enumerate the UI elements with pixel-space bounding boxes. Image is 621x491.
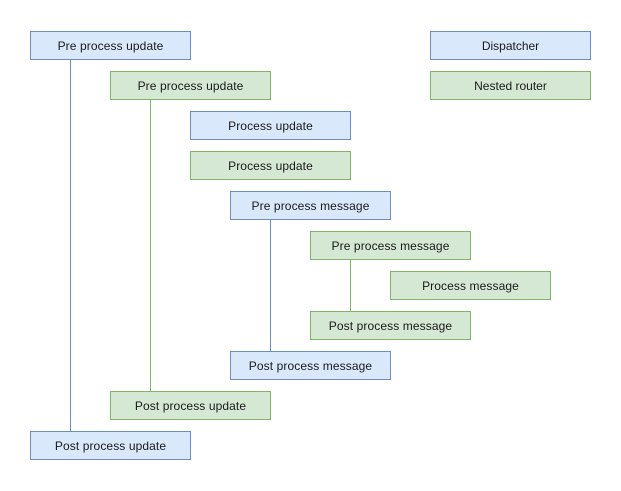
node-post-process-message-dispatcher[interactable]: Post process message [230,351,391,380]
node-label: Pre process update [137,78,244,93]
connector-router-outer [150,100,151,391]
node-pre-process-message-dispatcher[interactable]: Pre process message [230,191,391,220]
node-process-message-router[interactable]: Process message [390,271,551,300]
node-post-process-update-router[interactable]: Post process update [110,391,271,420]
node-pre-process-update-router[interactable]: Pre process update [110,71,271,100]
node-label: Post process message [328,318,453,333]
node-label: Pre process message [331,238,450,253]
node-label: Process message [422,278,519,293]
node-label: Post process message [248,358,373,373]
legend-label: Dispatcher [481,38,540,53]
legend-item-dispatcher: Dispatcher [430,31,591,60]
node-pre-process-update-dispatcher[interactable]: Pre process update [30,31,191,60]
node-process-update-dispatcher[interactable]: Process update [190,111,351,140]
node-label: Post process update [54,438,167,453]
legend-item-nested-router: Nested router [430,71,591,100]
connector-dispatcher-outer [70,60,71,431]
connector-dispatcher-inner [270,220,271,351]
node-process-update-router[interactable]: Process update [190,151,351,180]
node-post-process-message-router[interactable]: Post process message [310,311,471,340]
connector-router-inner [350,260,351,311]
node-label: Process update [228,158,313,173]
node-label: Pre process message [251,198,370,213]
node-pre-process-message-router[interactable]: Pre process message [310,231,471,260]
node-post-process-update-dispatcher[interactable]: Post process update [30,431,191,460]
legend-label: Nested router [474,78,547,93]
node-label: Process update [228,118,313,133]
node-label: Post process update [134,398,247,413]
node-label: Pre process update [57,38,164,53]
